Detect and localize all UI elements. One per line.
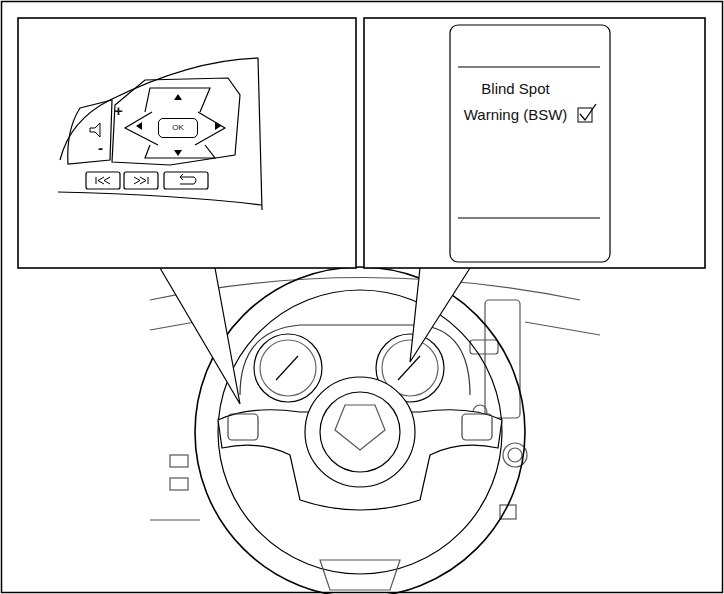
node-text: OK xyxy=(161,124,195,132)
ok-button: OK xyxy=(158,118,198,138)
button-symbol: - xyxy=(98,140,103,155)
node-text: Blind Spot Warning (BSW) xyxy=(460,76,571,129)
display-message: Blind Spot Warning (BSW) xyxy=(458,76,573,129)
button-symbol: + xyxy=(114,103,123,118)
